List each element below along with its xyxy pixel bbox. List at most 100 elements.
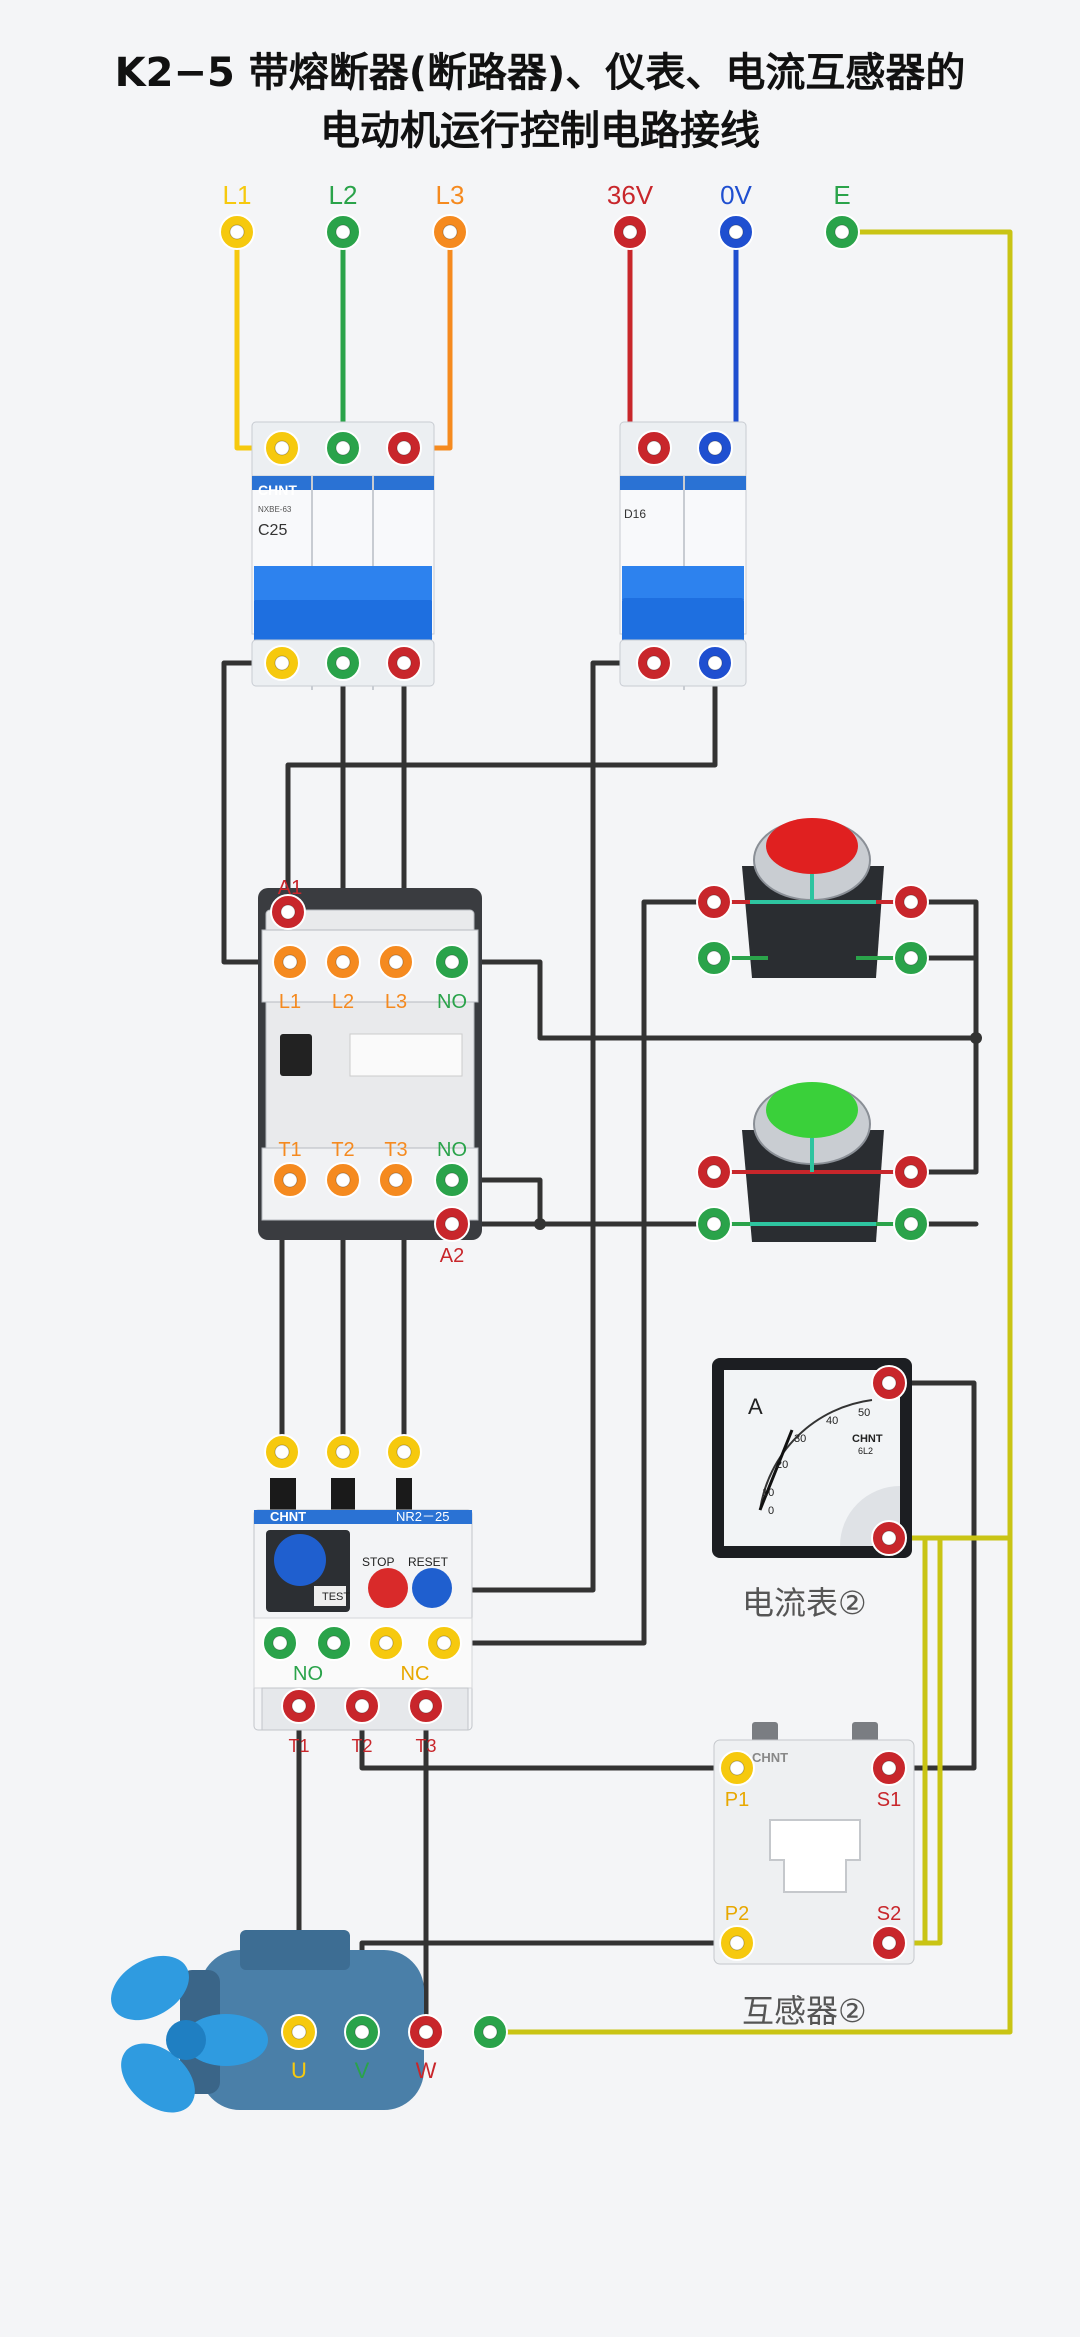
motor-fan-hub bbox=[166, 2020, 206, 2060]
terminal-ctrl-out-0v[interactable] bbox=[697, 645, 733, 681]
breaker-handle[interactable] bbox=[622, 598, 744, 642]
breaker-handle[interactable] bbox=[254, 598, 432, 642]
terminal-screw bbox=[903, 1164, 919, 1180]
terminal-relay-no-2[interactable] bbox=[316, 1625, 352, 1661]
terminal-relay-in-2[interactable] bbox=[325, 1434, 361, 1470]
terminal-relay-in-1[interactable] bbox=[264, 1434, 300, 1470]
terminal-contactor-a2[interactable] bbox=[434, 1206, 470, 1242]
terminal-start-2[interactable] bbox=[893, 1154, 929, 1190]
terminal-stop-4[interactable] bbox=[893, 940, 929, 976]
button-housing bbox=[742, 866, 884, 978]
terminal-screw bbox=[396, 440, 412, 456]
terminal-screw bbox=[881, 1530, 897, 1546]
start-button-cap[interactable] bbox=[766, 1082, 858, 1138]
button-housing bbox=[742, 1130, 884, 1242]
relay-test-label: TEST bbox=[322, 1591, 350, 1603]
terminal-relay-no-1[interactable] bbox=[262, 1625, 298, 1661]
terminal-screw bbox=[881, 1760, 897, 1776]
terminals bbox=[219, 214, 929, 2050]
terminal-contactor-l2[interactable] bbox=[325, 944, 361, 980]
terminal-ammeter-top[interactable] bbox=[871, 1365, 907, 1401]
terminal-screw bbox=[706, 950, 722, 966]
terminal-relay-nc-2[interactable] bbox=[426, 1625, 462, 1661]
terminal-contactor-a1[interactable] bbox=[270, 894, 306, 930]
terminal-contactor-l3[interactable] bbox=[378, 944, 414, 980]
terminal-stop-2[interactable] bbox=[893, 884, 929, 920]
relay-label-t1: T1 bbox=[288, 1736, 309, 1756]
main-breaker[interactable]: CHNT NXBE-63 C25 bbox=[251, 421, 435, 690]
wire-0v bbox=[712, 229, 739, 451]
terminal-breaker-in-l3[interactable] bbox=[386, 430, 422, 466]
contactor[interactable]: L1 L2 L3 NO T1 T2 T3 NO A1 A2 bbox=[258, 877, 482, 1267]
terminal-relay-nc-1[interactable] bbox=[368, 1625, 404, 1661]
terminal-screw bbox=[396, 655, 412, 671]
terminal-screw bbox=[482, 2024, 498, 2040]
start-push-button[interactable] bbox=[714, 1082, 911, 1242]
relay-label-t3: T3 bbox=[415, 1736, 436, 1756]
terminal-ctrl-out-36v[interactable] bbox=[636, 645, 672, 681]
terminal-screw bbox=[335, 655, 351, 671]
contactor-label-no-bottom: NO bbox=[437, 1139, 467, 1161]
terminal-relay-in-3[interactable] bbox=[386, 1434, 422, 1470]
terminal-screw bbox=[354, 1698, 370, 1714]
terminal-motor-u[interactable] bbox=[281, 2014, 317, 2050]
terminal-ctrl-in-0v[interactable] bbox=[697, 430, 733, 466]
terminal-contactor-t3[interactable] bbox=[378, 1162, 414, 1198]
terminal-screw bbox=[444, 1216, 460, 1232]
terminal-supply-l2[interactable] bbox=[325, 214, 361, 250]
terminal-motor-v[interactable] bbox=[344, 2014, 380, 2050]
terminal-stop-3[interactable] bbox=[696, 940, 732, 976]
terminal-motor-earth[interactable] bbox=[472, 2014, 508, 2050]
terminal-screw bbox=[335, 224, 351, 240]
terminal-supply-l1[interactable] bbox=[219, 214, 255, 250]
terminal-contactor-no-out[interactable] bbox=[434, 1162, 470, 1198]
terminal-ammeter-bottom[interactable] bbox=[871, 1520, 907, 1556]
relay-reset-button[interactable] bbox=[412, 1568, 452, 1608]
label-e: E bbox=[833, 180, 850, 210]
wire-0v-a1 bbox=[285, 660, 718, 915]
terminal-relay-t1[interactable] bbox=[281, 1688, 317, 1724]
terminal-screw bbox=[881, 1375, 897, 1391]
terminal-breaker-out-l3[interactable] bbox=[386, 645, 422, 681]
terminal-start-4[interactable] bbox=[893, 1206, 929, 1242]
contactor-label-l2: L2 bbox=[332, 991, 354, 1013]
breaker-handle-base bbox=[622, 566, 744, 600]
stop-button-cap[interactable] bbox=[766, 818, 858, 874]
terminal-ct-s1[interactable] bbox=[871, 1750, 907, 1786]
terminal-ct-p1[interactable] bbox=[719, 1750, 755, 1786]
terminal-relay-t2[interactable] bbox=[344, 1688, 380, 1724]
terminal-screw bbox=[396, 1444, 412, 1460]
stop-push-button[interactable] bbox=[714, 818, 911, 978]
terminal-motor-w[interactable] bbox=[408, 2014, 444, 2050]
terminal-contactor-l1[interactable] bbox=[272, 944, 308, 980]
relay-adjust-dial[interactable] bbox=[274, 1534, 326, 1586]
terminal-stop-1[interactable] bbox=[696, 884, 732, 920]
terminal-contactor-t2[interactable] bbox=[325, 1162, 361, 1198]
terminal-breaker-in-l2[interactable] bbox=[325, 430, 361, 466]
terminal-breaker-out-l1[interactable] bbox=[264, 645, 300, 681]
terminal-supply-l3[interactable] bbox=[432, 214, 468, 250]
terminal-supply-e[interactable] bbox=[824, 214, 860, 250]
terminal-screw bbox=[291, 2024, 307, 2040]
terminal-breaker-in-l1[interactable] bbox=[264, 430, 300, 466]
terminal-relay-t3[interactable] bbox=[408, 1688, 444, 1724]
terminal-screw bbox=[335, 954, 351, 970]
terminal-ctrl-in-36v[interactable] bbox=[636, 430, 672, 466]
contactor-label-a1: A1 bbox=[278, 877, 302, 899]
terminal-contactor-no-in[interactable] bbox=[434, 944, 470, 980]
terminal-screw bbox=[646, 440, 662, 456]
terminal-start-1[interactable] bbox=[696, 1154, 732, 1190]
terminal-breaker-out-l2[interactable] bbox=[325, 645, 361, 681]
terminal-start-3[interactable] bbox=[696, 1206, 732, 1242]
contactor-label-t3: T3 bbox=[384, 1139, 407, 1161]
relay-stop-button[interactable] bbox=[368, 1568, 408, 1608]
terminal-supply-0v[interactable] bbox=[718, 214, 754, 250]
terminal-ct-s2[interactable] bbox=[871, 1925, 907, 1961]
terminal-ct-p2[interactable] bbox=[719, 1925, 755, 1961]
contactor-label-no-top: NO bbox=[437, 991, 467, 1013]
terminal-supply-36v[interactable] bbox=[612, 214, 648, 250]
terminal-screw bbox=[903, 950, 919, 966]
terminal-screw bbox=[729, 1760, 745, 1776]
relay-model: NR2－25 bbox=[396, 1509, 449, 1524]
terminal-contactor-t1[interactable] bbox=[272, 1162, 308, 1198]
